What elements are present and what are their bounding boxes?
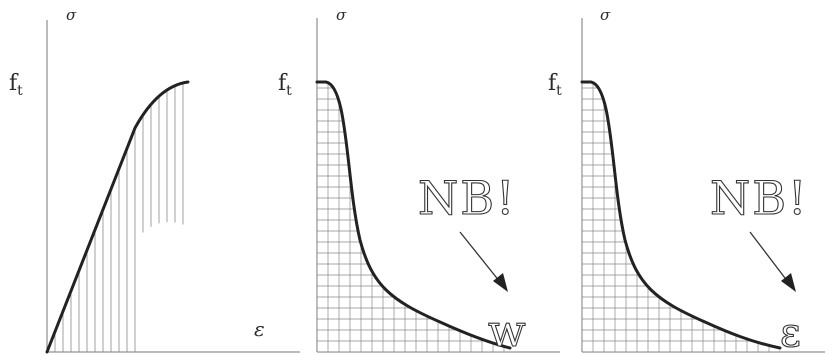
panel-1-curve [45,80,190,354]
panel-3-ft-label: ft [548,71,562,99]
panel-1-ft-sub: t [17,83,23,99]
panel-2-ft-label: ft [278,71,292,99]
panel-1-hatching [54,82,184,352]
panel-1-y-symbol: σ [66,6,77,24]
panel-1-ft-label: ft [9,71,23,99]
panel-2: σ ft NB! w [278,6,560,354]
panel-1-x-symbol: ε [254,317,265,341]
panel-3-ft-main: f [548,71,558,96]
panel-2-note: NB! [418,171,517,225]
panel-2-ft-sub: t [286,83,292,99]
panel-3-note: NB! [710,171,809,225]
panel-2-curve [315,80,512,350]
panel-3-arrow [749,231,796,292]
panel-1: σ ft ε [9,6,300,354]
panel-2-y-symbol: σ [336,6,347,24]
panel-1-ft-main: f [9,71,19,96]
panel-3: σ ft NB! ε [548,6,825,354]
panel-2-ft-main: f [278,71,288,96]
panel-2-arrow [459,231,508,292]
panel-3-x-symbol: ε [780,310,801,354]
panel-2-x-symbol: w [488,306,526,354]
panel-3-curve [580,80,782,350]
panel-3-ft-sub: t [556,83,562,99]
panel-3-y-symbol: σ [600,6,611,24]
